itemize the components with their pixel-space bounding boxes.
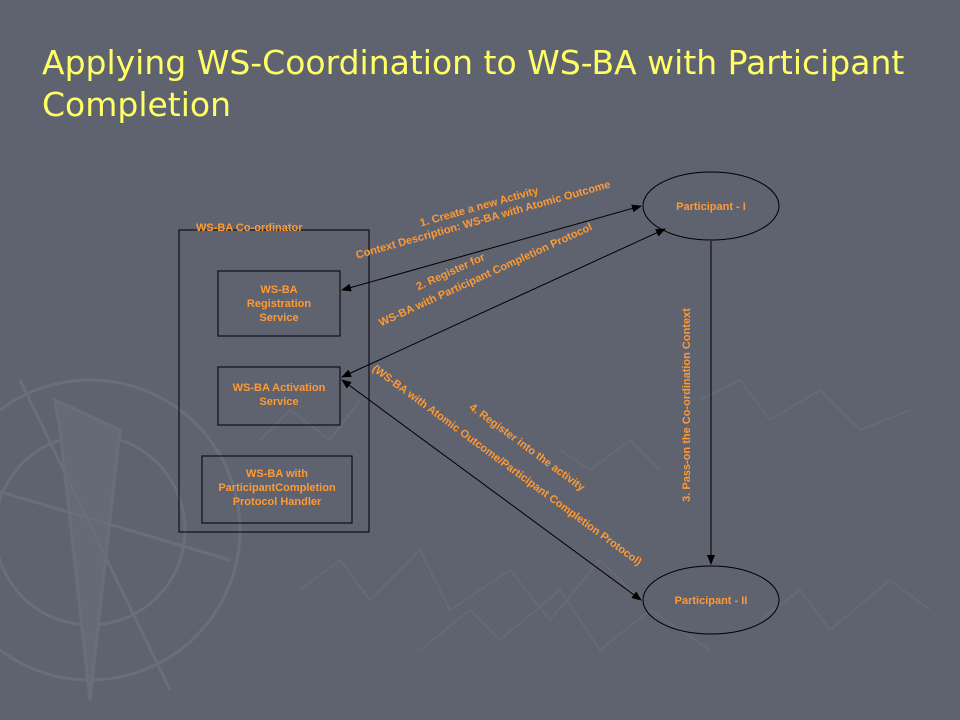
activation-service-line1: WS-BA Activation: [233, 382, 326, 394]
step1-label-line2: Context Description: WS-BA with Atomic O…: [355, 179, 612, 262]
slide-title: Applying WS-Coordination to WS-BA with P…: [42, 43, 905, 124]
participant-two: Participant - II: [642, 565, 780, 635]
registration-service-line3: Service: [259, 312, 298, 324]
registration-service-line1: WS-BA: [260, 284, 297, 296]
step3-label: 3. Pass-on the Co-ordination Context: [681, 308, 693, 502]
protocol-handler-box: WS-BA with ParticipantCompletion Protoco…: [201, 455, 353, 524]
compass-rose-icon: [0, 378, 242, 701]
coordinator-label: WS-BA Co-ordinator: [196, 222, 303, 234]
registration-service-box: WS-BA Registration Service: [217, 270, 341, 337]
participant-one: Participant - I: [642, 171, 780, 241]
participant-one-label: Participant - I: [676, 201, 746, 213]
participant-two-label: Participant - II: [675, 595, 748, 607]
activation-service-box: WS-BA Activation Service: [217, 366, 341, 426]
registration-service-line2: Registration: [247, 298, 311, 310]
protocol-handler-line1: WS-BA with: [246, 468, 308, 480]
arrow-register-activity: [341, 379, 642, 601]
protocol-handler-line3: Protocol Handler: [233, 496, 322, 508]
activation-service-line2: Service: [259, 396, 298, 408]
step4-label-line2: (WS-BA with Atomic Outcome/Participant C…: [370, 363, 644, 569]
protocol-handler-line2: ParticipantCompletion: [218, 482, 336, 494]
arrow-register-completion: [341, 228, 666, 378]
